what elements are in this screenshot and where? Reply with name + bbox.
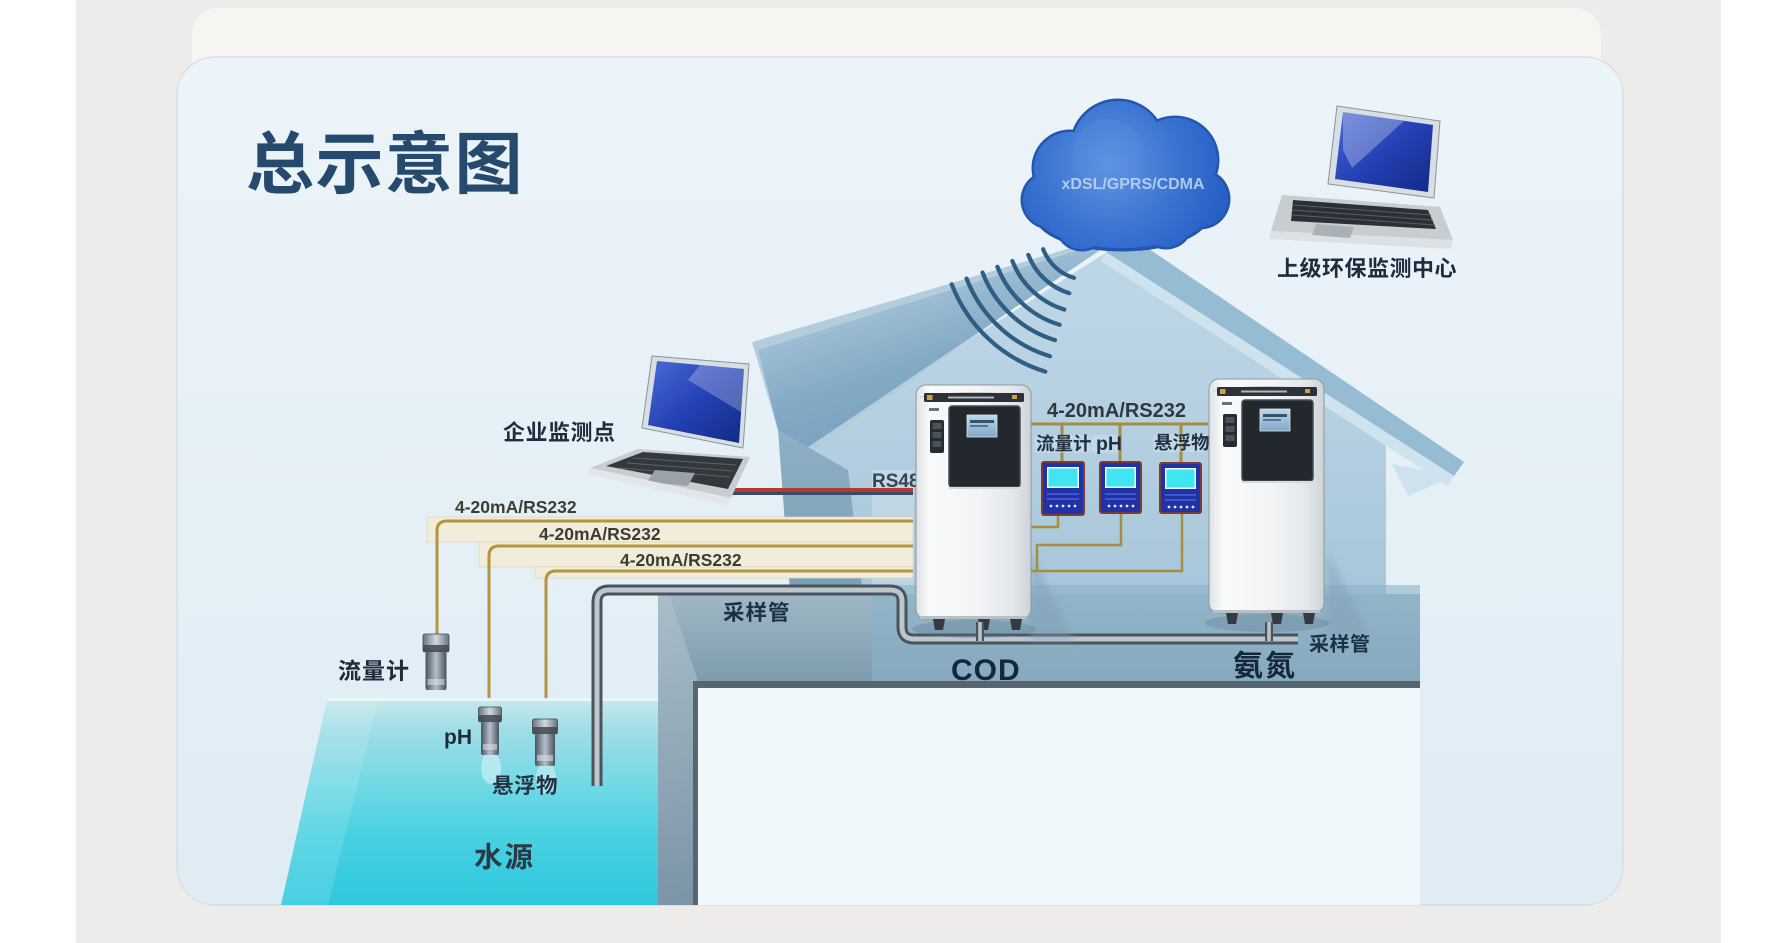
svg-text:4-20mA/RS232: 4-20mA/RS232 [1047, 400, 1186, 422]
svg-text:4-20mA/RS232: 4-20mA/RS232 [455, 497, 577, 517]
svg-text:4-20mA/RS232: 4-20mA/RS232 [539, 524, 661, 544]
svg-text:4-20mA/RS232: 4-20mA/RS232 [620, 550, 742, 570]
svg-text:pH: pH [444, 726, 472, 749]
svg-text:xDSL/GPRS/CDMA: xDSL/GPRS/CDMA [1061, 176, 1205, 193]
svg-text:pH: pH [1096, 433, 1122, 455]
svg-text:COD: COD [951, 654, 1021, 687]
